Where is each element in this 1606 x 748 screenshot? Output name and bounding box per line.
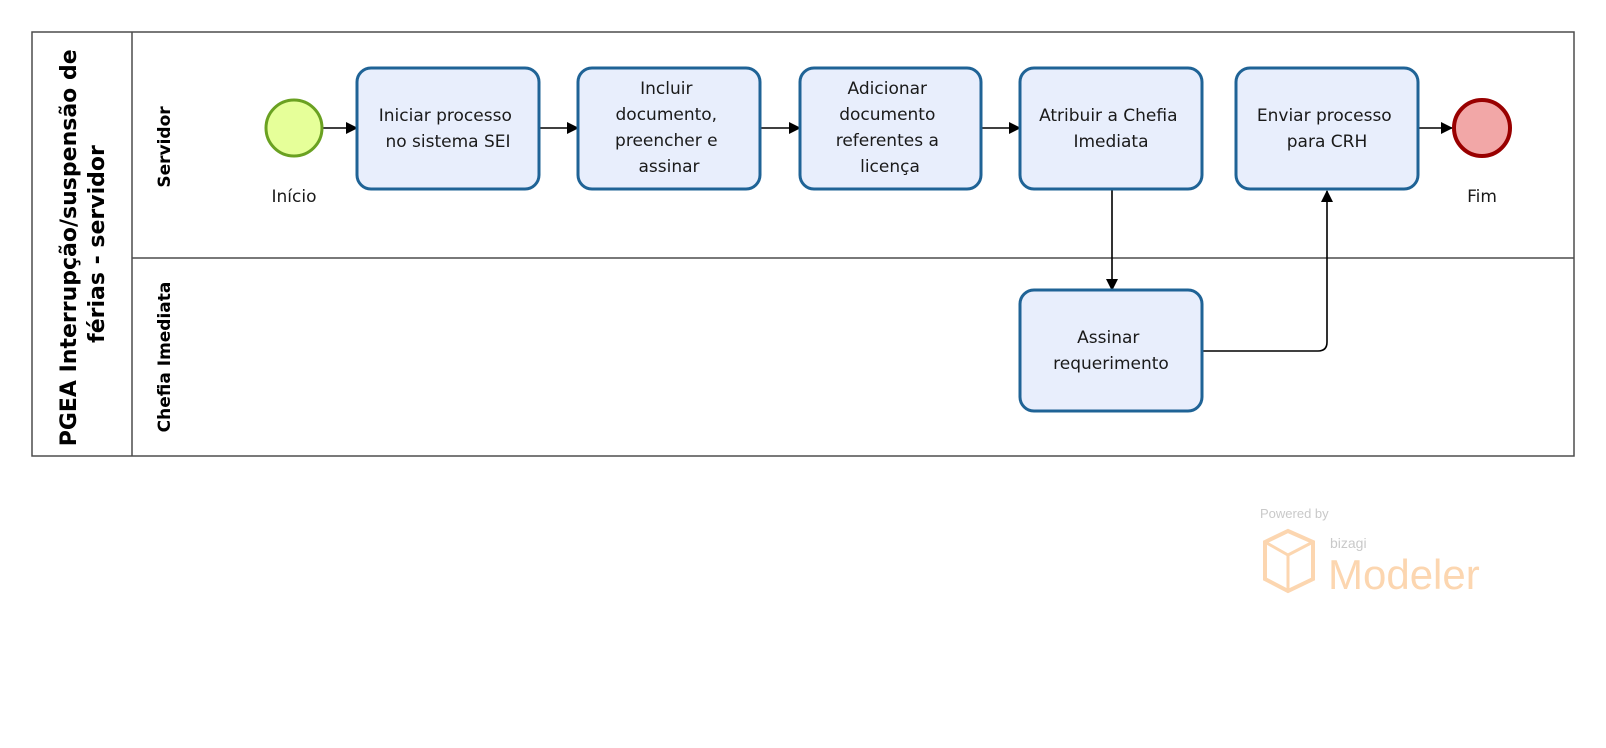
- task-box[interactable]: [355, 66, 541, 191]
- task-label-line: assinar: [638, 157, 699, 177]
- start-event[interactable]: Início: [264, 98, 324, 207]
- lane-label-servidor: Servidor: [155, 106, 175, 188]
- task-label-line: Imediata: [1073, 132, 1148, 152]
- task-label-line: documento,: [616, 105, 718, 125]
- watermark-powered-by: Powered by: [1260, 506, 1329, 521]
- task-atribuir-chefia[interactable]: Atribuir a Chefia Imediata: [1018, 66, 1204, 191]
- task-label-line: no sistema SEI: [385, 132, 510, 152]
- task-box[interactable]: [1018, 66, 1204, 191]
- task-label-line: Iniciar processo: [379, 106, 512, 126]
- task-assinar-requerimento[interactable]: Assinar requerimento: [1018, 288, 1204, 413]
- task-label-line: Atribuir a Chefia: [1039, 106, 1177, 126]
- task-adicionar-documento[interactable]: Adicionar documento referentes a licença: [798, 66, 983, 191]
- task-label: Assinar requerimento: [1053, 328, 1169, 374]
- task-incluir-documento[interactable]: Incluir documento, preencher e assinar: [576, 66, 762, 191]
- cube-logo-icon: [1263, 528, 1315, 594]
- flow-t6-to-t5[interactable]: [1202, 190, 1333, 352]
- pool-title-line-1: PGEA Interrupção/suspensão de: [57, 49, 82, 446]
- task-box[interactable]: [798, 66, 983, 191]
- task-label: Atribuir a Chefia Imediata: [1039, 106, 1183, 152]
- end-event-circle[interactable]: [1452, 98, 1512, 158]
- end-event[interactable]: Fim: [1452, 98, 1512, 207]
- task-enviar-processo[interactable]: Enviar processo para CRH: [1234, 66, 1420, 191]
- task-label-line: requerimento: [1053, 354, 1169, 374]
- watermark-product: Modeler: [1328, 551, 1480, 598]
- task-label: Adicionar documento referentes a licença: [836, 79, 945, 177]
- task-label-line: Incluir: [640, 79, 692, 99]
- task-label-line: licença: [860, 157, 920, 177]
- bizagi-watermark: Powered by bizagi Modeler: [1260, 506, 1480, 598]
- task-iniciar-processo[interactable]: Iniciar processo no sistema SEI: [355, 66, 541, 191]
- pool-title: PGEA Interrupção/suspensão de férias - s…: [57, 42, 110, 447]
- task-box[interactable]: [1234, 66, 1420, 191]
- end-event-label: Fim: [1467, 187, 1497, 207]
- task-box[interactable]: [576, 66, 762, 191]
- task-label: Iniciar processo no sistema SEI: [379, 106, 518, 152]
- watermark-brand: bizagi: [1330, 535, 1367, 551]
- task-label-line: Enviar processo: [1257, 106, 1392, 126]
- task-label-line: para CRH: [1287, 132, 1367, 152]
- task-label-line: documento: [839, 105, 935, 125]
- lane-label-chefia-imediata: Chefia Imediata: [155, 282, 175, 433]
- start-event-label: Início: [272, 187, 317, 207]
- task-label: Enviar processo para CRH: [1257, 106, 1397, 152]
- pool-title-line-2: férias - servidor: [85, 145, 110, 343]
- start-event-circle[interactable]: [264, 98, 324, 158]
- task-label-line: Adicionar: [848, 79, 928, 99]
- task-box[interactable]: [1018, 288, 1204, 413]
- task-label-line: preencher e: [615, 131, 718, 151]
- sequence-flows: [323, 122, 1453, 352]
- task-label: Incluir documento, preencher e assinar: [615, 79, 723, 177]
- task-label-line: Assinar: [1077, 328, 1139, 348]
- task-label-line: referentes a: [836, 131, 939, 151]
